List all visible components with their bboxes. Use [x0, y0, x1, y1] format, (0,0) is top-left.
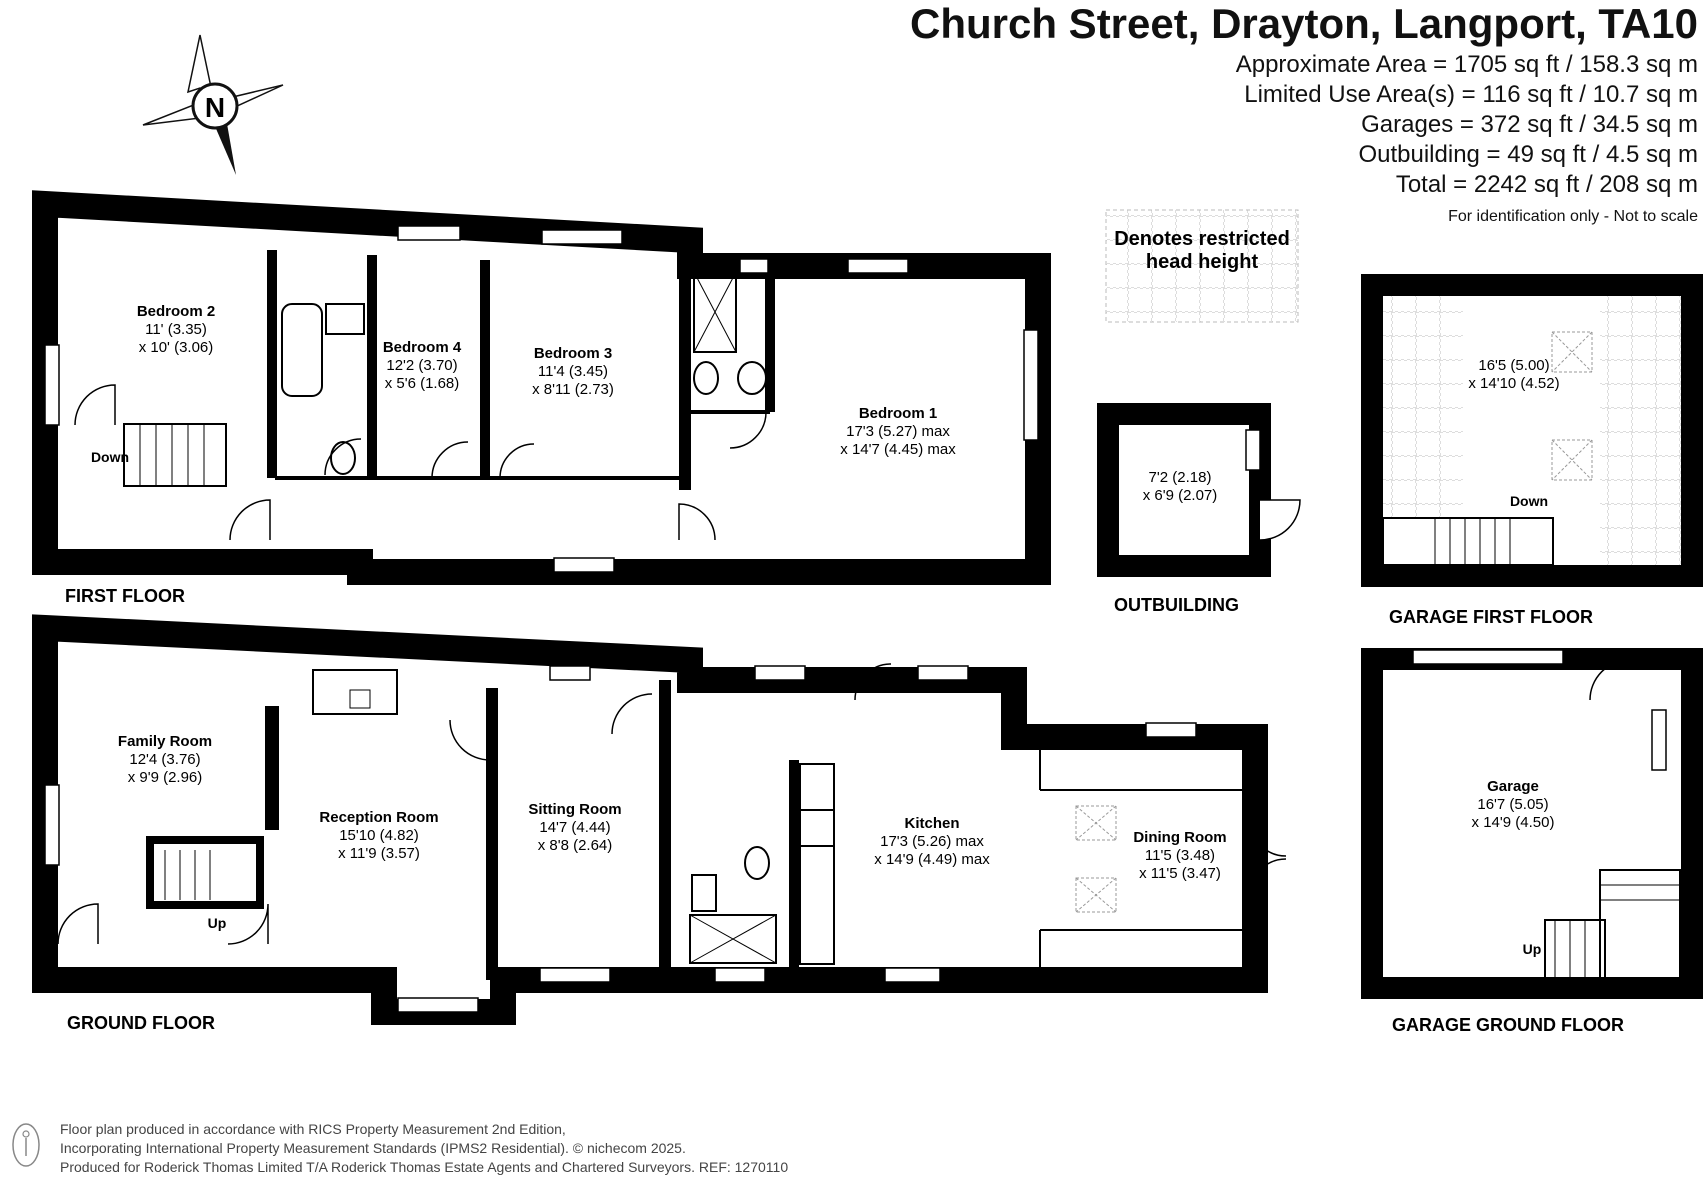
legend-line1: Denotes restricted [1114, 228, 1290, 250]
sitting-room-dim2: x 8'8 (2.64) [538, 837, 613, 854]
bedroom-1-dim1: 17'3 (5.27) max [846, 423, 950, 440]
bedroom-1-name: Bedroom 1 [859, 405, 937, 422]
family-room-name: Family Room [118, 733, 212, 750]
garage-first-floor-label: GARAGE FIRST FLOOR [1389, 607, 1593, 627]
kitchen-dim1: 17'3 (5.26) max [880, 833, 984, 850]
kitchen-dim2: x 14'9 (4.49) max [874, 851, 990, 868]
garage-upper-dim1: 16'5 (5.00) [1478, 357, 1549, 374]
bedroom-1-dim2: x 14'7 (4.45) max [840, 441, 956, 458]
family-room-dim1: 12'4 (3.76) [129, 751, 200, 768]
garage-upper-dim2: x 14'10 (4.52) [1468, 375, 1559, 392]
total-area: Total = 2242 sq ft / 208 sq m [1395, 171, 1698, 198]
bedroom-2-name: Bedroom 2 [137, 303, 215, 320]
outbuilding-dim2: x 6'9 (2.07) [1143, 487, 1218, 504]
stairs-up-label: Up [208, 915, 227, 931]
reception-room-dim2: x 11'9 (3.57) [338, 845, 420, 862]
dining-room-name: Dining Room [1133, 829, 1226, 846]
kitchen-name: Kitchen [904, 815, 959, 832]
outbuilding-label: OUTBUILDING [1114, 595, 1239, 615]
bedroom-3-dim2: x 8'11 (2.73) [532, 381, 614, 398]
garage-dim2: x 14'9 (4.50) [1472, 814, 1555, 831]
bedroom-2-dim2: x 10' (3.06) [139, 339, 214, 356]
limited-use-area: Limited Use Area(s) = 116 sq ft / 10.7 s… [1244, 81, 1698, 108]
outbuilding-area: Outbuilding = 49 sq ft / 4.5 sq m [1358, 141, 1698, 168]
sitting-room-name: Sitting Room [528, 801, 621, 818]
stairs-down-label: Down [91, 449, 129, 465]
plan-title: Church Street, Drayton, Langport, TA10 [910, 0, 1698, 47]
first-floor-plan [32, 190, 1051, 585]
ground-floor-label: GROUND FLOOR [67, 1013, 215, 1033]
garage-stairs-up-label: Up [1523, 941, 1542, 957]
footer-line1: Floor plan produced in accordance with R… [60, 1121, 566, 1137]
garages-area: Garages = 372 sq ft / 34.5 sq m [1361, 111, 1698, 138]
bedroom-4-dim1: 12'2 (3.70) [386, 357, 457, 374]
footer-credits: Floor plan produced in accordance with R… [60, 1120, 788, 1177]
compass-rose-icon: N [142, 34, 284, 175]
footer-line3: Produced for Roderick Thomas Limited T/A… [60, 1159, 789, 1175]
bedroom-2-dim1: 11' (3.35) [145, 321, 207, 338]
footer-line2: Incorporating International Property Mea… [60, 1140, 686, 1156]
bedroom-4-name: Bedroom 4 [383, 339, 462, 356]
garage-ground-floor-label: GARAGE GROUND FLOOR [1392, 1015, 1624, 1035]
reception-room-name: Reception Room [319, 809, 438, 826]
family-room-dim2: x 9'9 (2.96) [128, 769, 203, 786]
bedroom-4-dim2: x 5'6 (1.68) [385, 375, 460, 392]
garage-first-floor-plan [1361, 274, 1703, 587]
outbuilding-dim1: 7'2 (2.18) [1149, 469, 1212, 486]
person-icon [12, 1123, 40, 1167]
reception-room-dim1: 15'10 (4.82) [339, 827, 419, 844]
garage-name: Garage [1487, 778, 1539, 795]
dining-room-dim1: 11'5 (3.48) [1145, 847, 1215, 864]
outbuilding-plan [1097, 403, 1301, 577]
disclaimer: For identification only - Not to scale [1448, 208, 1698, 225]
bedroom-3-name: Bedroom 3 [534, 345, 612, 362]
garage-stairs-down-label: Down [1510, 493, 1548, 509]
legend-line2: head height [1146, 251, 1259, 273]
ground-floor-plan [32, 614, 1287, 1025]
restricted-height-legend: Denotes restricted head height [1105, 209, 1299, 323]
garage-dim1: 16'7 (5.05) [1477, 796, 1548, 813]
sitting-room-dim1: 14'7 (4.44) [539, 819, 610, 836]
approx-area: Approximate Area = 1705 sq ft / 158.3 sq… [1235, 51, 1698, 78]
bedroom-3-dim1: 11'4 (3.45) [538, 363, 608, 380]
first-floor-label: FIRST FLOOR [65, 586, 185, 606]
garage-ground-floor-plan [1361, 648, 1703, 999]
compass-north-label: N [205, 92, 225, 123]
dining-room-dim2: x 11'5 (3.47) [1139, 865, 1221, 882]
